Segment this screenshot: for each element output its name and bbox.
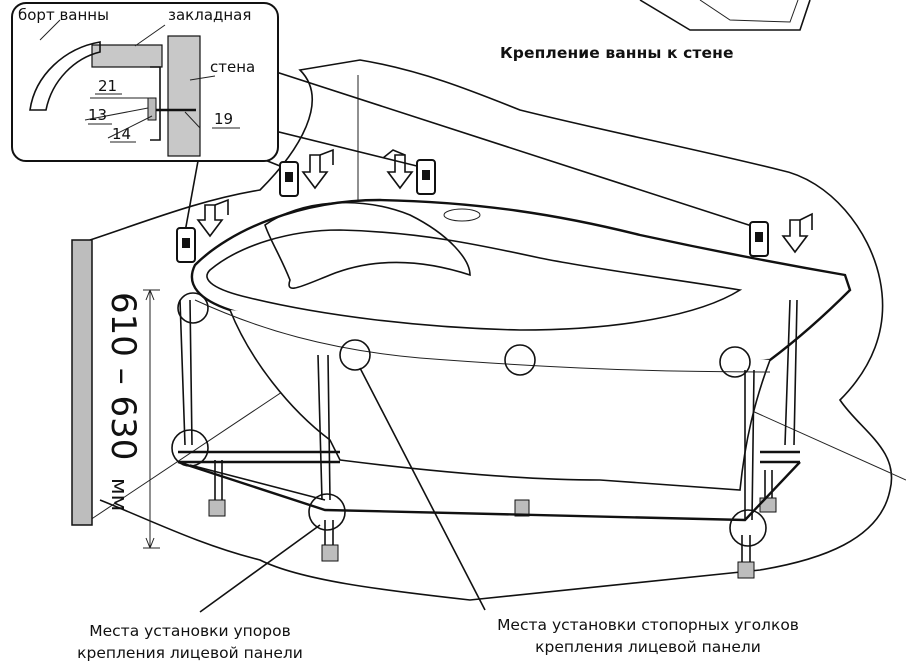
leader-right <box>359 367 486 611</box>
leader-left-1 <box>199 524 321 613</box>
leader-left-2 <box>189 464 326 501</box>
apron-line <box>194 299 771 373</box>
down-arrow-icon-2 <box>301 154 329 190</box>
inset-label-embed: закладная <box>168 6 251 24</box>
wall-brackets <box>176 159 769 263</box>
drain <box>443 208 481 222</box>
caption-stops-line2: крепления лицевой панели <box>77 644 303 662</box>
inset-embed <box>91 44 163 68</box>
inset-label-wall: стена <box>210 58 255 76</box>
inset-leader-3 <box>184 149 201 233</box>
inset-bracket <box>150 66 161 141</box>
bathtub-basin <box>206 229 743 331</box>
caption-stop-corners-line1: Места установки стопорных уголков <box>497 616 799 634</box>
down-arrow-icons <box>196 148 813 254</box>
dimension-line <box>143 289 160 549</box>
top-right-object <box>639 0 811 31</box>
inset-rim <box>29 41 101 111</box>
headrest <box>264 201 471 289</box>
top-right-object-inner <box>699 0 799 23</box>
inset-wall <box>167 35 201 157</box>
dimension-value: 610 – 630 <box>103 292 143 460</box>
inset-leader-1 <box>269 69 759 229</box>
wall-slab <box>71 239 93 526</box>
bathtub-body <box>229 309 771 491</box>
inset-part-14: 14 <box>112 125 131 143</box>
inset-label-rim: борт ванны <box>18 6 109 24</box>
floor-line-right <box>749 409 906 481</box>
inset-part-19: 19 <box>214 110 233 128</box>
legs <box>179 299 798 565</box>
down-arrow-icon-1 <box>196 204 224 238</box>
caption-stops: Места установки упоров крепления лицевой… <box>40 620 340 664</box>
caption-stops-line1: Места установки упоров <box>89 622 291 640</box>
feet <box>208 497 777 579</box>
page-title: Крепление ванны к стене <box>500 44 734 62</box>
dimension-unit: мм <box>106 478 131 511</box>
frame-bars <box>177 450 801 522</box>
caption-stop-corners-line2: крепления лицевой панели <box>535 638 761 656</box>
caption-stop-corners: Места установки стопорных уголков крепле… <box>470 614 826 658</box>
inset-detail: борт ванны закладная стена 21 13 14 19 <box>11 2 279 162</box>
inset-part-13: 13 <box>88 106 107 124</box>
stop-corner-markers <box>177 292 751 378</box>
room-outline <box>89 59 893 601</box>
stop-markers <box>171 429 767 547</box>
inset-part-21: 21 <box>98 77 117 95</box>
down-arrow-icon-4 <box>781 219 809 254</box>
down-arrow-icon-3 <box>386 154 414 190</box>
inset-frame <box>11 2 279 162</box>
